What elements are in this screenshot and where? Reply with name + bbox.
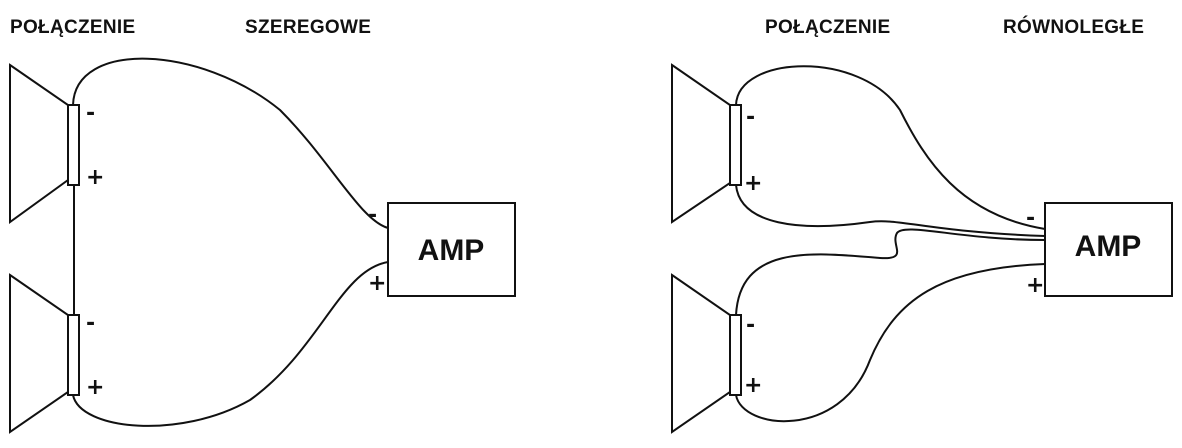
- speaker-magnet: [729, 104, 742, 186]
- wire-amp-minus-to-speaker2-minus: [735, 228, 1046, 316]
- parallel-title-word1: POŁĄCZENIE: [765, 17, 890, 38]
- speaker-plus-terminal: +: [744, 373, 762, 398]
- speaker-magnet: [67, 104, 80, 186]
- parallel-speaker-1: - +: [671, 63, 762, 224]
- speaker-minus-terminal: -: [86, 101, 95, 126]
- amp-box: [387, 202, 516, 297]
- wire-amp-minus-to-speaker1-minus: [72, 57, 389, 229]
- series-title-word1: POŁĄCZENIE: [10, 17, 135, 38]
- wire-amp-minus-to-speaker1-minus: [735, 65, 1046, 230]
- speaker-cone: [9, 63, 69, 224]
- parallel-title-word2: RÓWNOLEGŁE: [1003, 16, 1144, 38]
- amp-plus-terminal: +: [368, 271, 386, 296]
- amp-label: AMP: [1075, 230, 1142, 263]
- speaker-plus-terminal: +: [86, 165, 104, 190]
- speaker-plus-terminal: +: [86, 375, 104, 400]
- speaker-cone: [671, 273, 731, 434]
- speaker-minus-terminal: -: [86, 311, 95, 336]
- speaker-minus-terminal: -: [746, 313, 755, 338]
- parallel-speaker-2: - +: [671, 273, 762, 434]
- amp-box: [1044, 202, 1173, 297]
- wire-amp-plus-to-speaker2-plus: [735, 263, 1046, 423]
- amp-minus-terminal: -: [368, 203, 377, 228]
- speaker-magnet: [729, 314, 742, 396]
- speaker-magnet: [67, 314, 80, 396]
- amp-label: AMP: [418, 234, 485, 267]
- parallel-amplifier: AMP - +: [1026, 202, 1173, 298]
- series-amplifier: AMP - +: [368, 202, 516, 297]
- series-speaker-1: - +: [9, 63, 104, 224]
- parallel-connection-diagram: POŁĄCZENIE RÓWNOLEGŁE - + - + AMP - +: [671, 16, 1173, 434]
- speaker-minus-terminal: -: [746, 105, 755, 130]
- speaker-plus-terminal: +: [744, 171, 762, 196]
- amp-minus-terminal: -: [1026, 206, 1035, 231]
- series-speaker-2: - +: [9, 273, 104, 434]
- series-title-word2: SZEREGOWE: [245, 17, 371, 38]
- series-connection-diagram: POŁĄCZENIE SZEREGOWE - + - + AMP - +: [9, 17, 516, 434]
- wire-amp-plus-to-speaker2-plus: [72, 261, 389, 427]
- speaker-cone: [9, 273, 69, 434]
- speaker-cone: [671, 63, 731, 224]
- wire-amp-plus-to-speaker1-plus: [735, 184, 1046, 237]
- amp-plus-terminal: +: [1026, 273, 1044, 298]
